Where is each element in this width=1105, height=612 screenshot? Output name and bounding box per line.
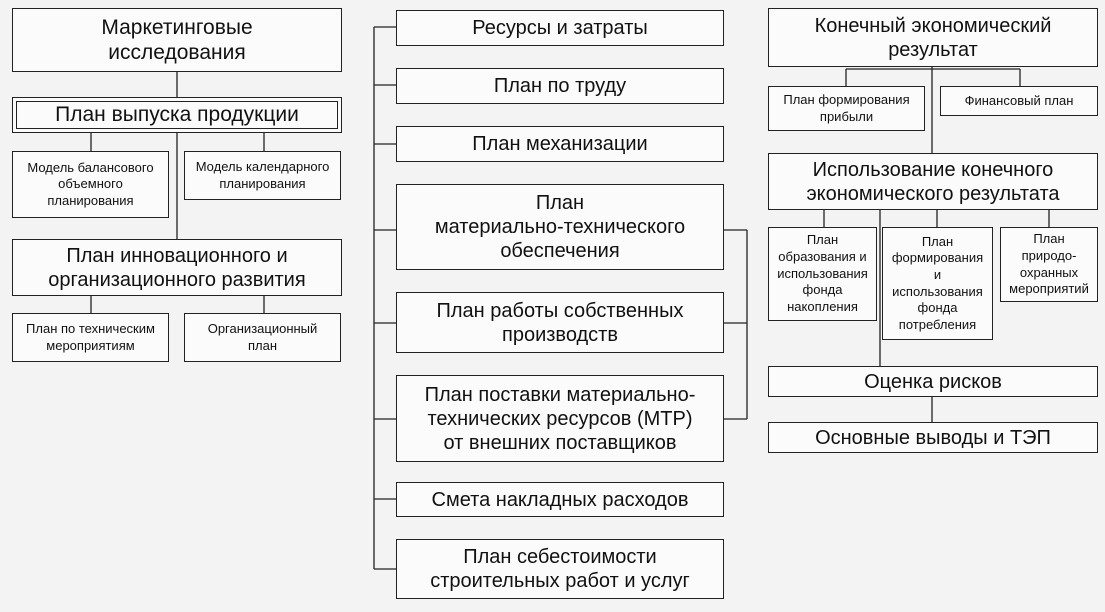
- nature-protection-label: План природо- охранных мероприятий: [1009, 231, 1089, 297]
- balance-model-label: Модель балансового объемного планировани…: [27, 159, 154, 208]
- accumulation-fund-label: План образования и использования фонда н…: [777, 232, 868, 314]
- cost-plan-label: План себестоимости строительных работ и …: [430, 546, 690, 592]
- technical-measures-box: План по техническим мероприятиям: [12, 313, 169, 362]
- risk-assessment-box: Оценка рисков: [768, 366, 1098, 397]
- accumulation-fund-box: План образования и использования фонда н…: [768, 227, 877, 321]
- mts-plan-box: План материально-технического обеспечени…: [396, 184, 724, 270]
- supply-plan-box: План поставки материально- технических р…: [396, 375, 724, 462]
- final-result-box: Конечный экономический результат: [768, 8, 1098, 67]
- supply-plan-label: План поставки материально- технических р…: [424, 383, 696, 454]
- innovation-plan-box: План инновационного и организационного р…: [12, 239, 342, 296]
- organizational-plan-label: Организационный план: [207, 320, 318, 353]
- labor-plan-label: План по труду: [493, 75, 627, 97]
- overhead-estimate-box: Смета накладных расходов: [396, 482, 724, 517]
- consumption-fund-label: План формирования и использования фонда …: [891, 233, 984, 332]
- conclusions-box: Основные выводы и ТЭП: [768, 422, 1098, 453]
- production-plan-label: План выпуска продукции: [55, 103, 299, 127]
- result-usage-label: Использование конечного экономического р…: [806, 158, 1060, 205]
- marketing-research-box: Маркетинговые исследования: [12, 8, 342, 72]
- mechanization-plan-label: План механизации: [472, 133, 648, 155]
- balance-model-box: Модель балансового объемного планировани…: [12, 151, 169, 218]
- result-usage-box: Использование конечного экономического р…: [768, 153, 1098, 210]
- financial-plan-label: Финансовый план: [964, 92, 1074, 108]
- risk-assessment-label: Оценка рисков: [864, 370, 1002, 393]
- technical-measures-label: План по техническим мероприятиям: [26, 320, 155, 353]
- marketing-research-label: Маркетинговые исследования: [101, 15, 253, 64]
- calendar-model-box: Модель календарного планирования: [184, 151, 341, 200]
- financial-plan-box: Финансовый план: [940, 86, 1098, 116]
- overhead-estimate-label: Смета накладных расходов: [431, 488, 689, 511]
- resources-label: Ресурсы и затраты: [472, 17, 648, 39]
- own-production-plan-label: План работы собственных производств: [436, 299, 684, 346]
- labor-plan-box: План по труду: [396, 68, 724, 104]
- cost-plan-box: План себестоимости строительных работ и …: [396, 539, 724, 599]
- organizational-plan-box: Организационный план: [184, 313, 341, 362]
- conclusions-label: Основные выводы и ТЭП: [815, 426, 1051, 449]
- resources-box: Ресурсы и затраты: [396, 10, 724, 46]
- consumption-fund-box: План формирования и использования фонда …: [882, 227, 993, 340]
- innovation-plan-label: План инновационного и организационного р…: [48, 244, 306, 291]
- nature-protection-box: План природо- охранных мероприятий: [1000, 227, 1098, 302]
- mechanization-plan-box: План механизации: [396, 126, 724, 162]
- profit-plan-box: План формирования прибыли: [768, 86, 925, 131]
- production-plan-box: План выпуска продукции: [12, 97, 342, 133]
- final-result-label: Конечный экономический результат: [814, 14, 1052, 61]
- profit-plan-label: План формирования прибыли: [783, 91, 910, 124]
- calendar-model-label: Модель календарного планирования: [195, 158, 330, 191]
- mts-plan-label: План материально-технического обеспечени…: [434, 192, 686, 262]
- production-plan-inner: План выпуска продукции: [16, 101, 338, 129]
- own-production-plan-box: План работы собственных производств: [396, 292, 724, 353]
